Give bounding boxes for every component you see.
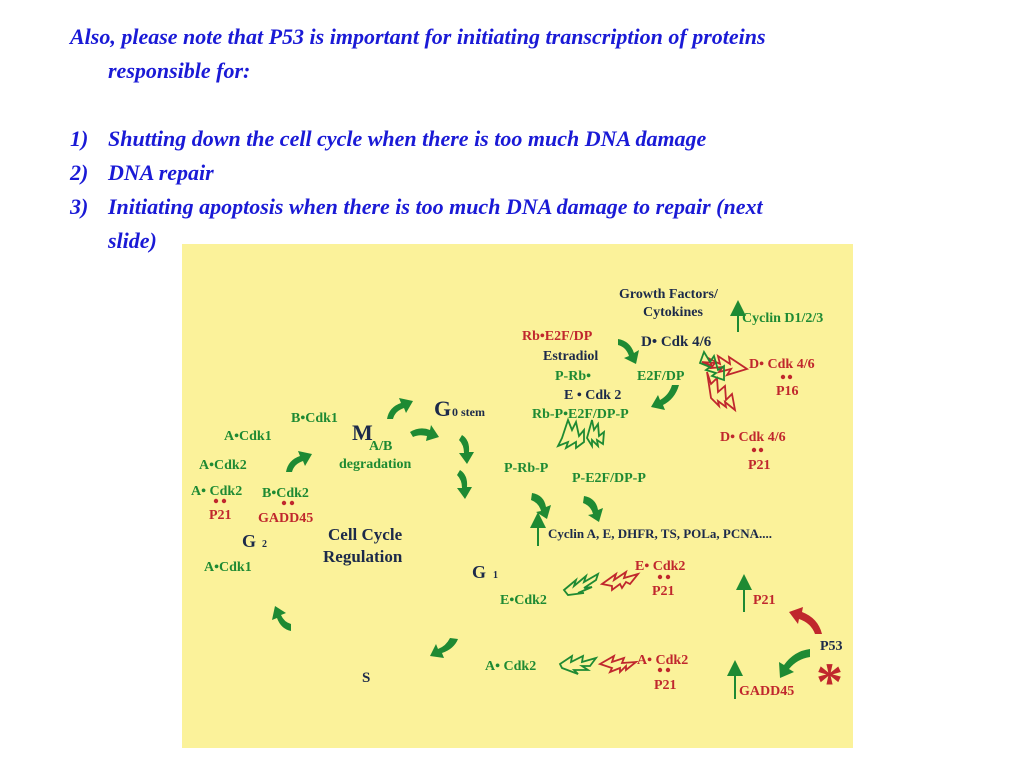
leaf-shape-green: [586, 419, 606, 450]
leaf-shapes: [556, 349, 750, 675]
label-b-cdk1: B•Cdk1: [291, 411, 338, 426]
label-p16: P16: [776, 384, 799, 399]
label-a-cdk2-red-left: A• Cdk2: [191, 484, 242, 499]
label-p21-b: P21: [652, 584, 675, 599]
label-a-cdk1-bottom: A•Cdk1: [204, 560, 252, 575]
arrow-green-curved: [459, 435, 474, 464]
arrow-green-curved: [779, 649, 810, 678]
dot: [665, 667, 671, 673]
phase-g2-sub: 2: [262, 539, 267, 550]
leaf-shape-green: [698, 349, 725, 382]
label-rbp-e2fdpp: Rb-P•E2F/DP-P: [532, 407, 629, 422]
label-d-cdk46-c: D• Cdk 4/6: [720, 430, 786, 445]
label-d-cdk46-b: D• Cdk 4/6: [749, 357, 815, 372]
label-a-cdk2-red: A• Cdk2: [637, 653, 688, 668]
leaf-shape-red: [599, 569, 641, 592]
list-text-2: DNA repair: [108, 160, 214, 185]
phase-g1-sub: 1: [493, 570, 498, 581]
label-p21-a: P21: [748, 458, 771, 473]
phase-g0-sub: 0 stem: [452, 405, 485, 419]
label-growth-factors: Growth Factors/: [619, 287, 719, 302]
label-a-cdk2-green: A• Cdk2: [485, 659, 536, 674]
intro-line-2: responsible for:: [108, 58, 251, 83]
arrow-green-curved: [618, 339, 639, 364]
label-b-cdk2: B•Cdk2: [262, 486, 309, 501]
title-line-2: Regulation: [323, 547, 403, 566]
dot: [213, 498, 219, 504]
phase-g2: G: [242, 531, 256, 551]
arrow-green-curved: [531, 493, 551, 519]
leaf-shape-green: [562, 572, 600, 596]
dot: [751, 447, 757, 453]
arrow-green-curved: [387, 398, 413, 419]
label-ab: A/B: [369, 439, 392, 454]
label-estradiol: Estradiol: [543, 349, 598, 364]
list-number-2: 2): [70, 160, 89, 185]
dot: [657, 667, 663, 673]
label-cyclin-d: Cyclin D1/2/3: [742, 311, 823, 326]
phase-g0: G: [434, 396, 451, 421]
list-number-1: 1): [70, 126, 89, 151]
dot: [758, 447, 764, 453]
label-p-e2f-dp-p: P-E2F/DP-P: [572, 471, 646, 486]
dot: [657, 574, 663, 580]
list-text-3-cont: slide): [108, 228, 157, 253]
intro-line-1: Also, please note that P53 is important …: [70, 24, 766, 49]
dot: [289, 500, 295, 506]
dot: [281, 500, 287, 506]
phase-s: S: [362, 670, 370, 686]
asterisk-mark: *: [816, 652, 843, 712]
leaf-shape-red: [706, 371, 737, 413]
label-rb-e2f-dp: Rb•E2F/DP: [522, 329, 593, 344]
leaf-shape-green: [558, 654, 599, 675]
arrow-green-curved: [410, 425, 439, 441]
arrow-green-curved: [651, 385, 679, 410]
red-arrows: [789, 607, 822, 634]
dot: [780, 374, 786, 380]
cell-cycle-diagram: Growth Factors/ Cytokines Cyclin D1/2/3 …: [182, 244, 853, 748]
arrow-green-curved: [430, 638, 458, 658]
title-line-1: Cell Cycle: [328, 525, 403, 544]
arrow-green-curved: [286, 451, 312, 472]
dot: [665, 574, 671, 580]
dot: [787, 374, 793, 380]
phase-g1: G: [472, 562, 486, 582]
list-number-3: 3): [70, 194, 89, 219]
label-p-rb-p: P-Rb-P: [504, 461, 549, 476]
label-e-cdk2-red: E• Cdk2: [635, 559, 685, 574]
arrow-red-curved: [789, 607, 822, 634]
label-degradation: degradation: [339, 457, 412, 472]
leaf-shape-red: [597, 654, 639, 675]
arrow-green-curved: [583, 496, 603, 522]
label-d-cdk46-a: D• Cdk 4/6: [641, 334, 712, 350]
label-gadd45-left: GADD45: [258, 511, 313, 526]
dot: [221, 498, 227, 504]
label-p21-e: P21: [209, 508, 232, 523]
label-a-cdk1-top: A•Cdk1: [224, 429, 272, 444]
green-arrows: [272, 339, 810, 678]
label-p53: P53: [820, 639, 843, 654]
phase-m: M: [352, 420, 373, 445]
label-cytokines: Cytokines: [643, 305, 703, 320]
label-gadd45-right: GADD45: [739, 684, 794, 699]
label-e2f-dp: E2F/DP: [637, 369, 685, 384]
list-text-1: Shutting down the cell cycle when there …: [108, 126, 707, 151]
leaf-shape-green: [556, 417, 585, 451]
arrow-green-curved: [457, 470, 472, 499]
cell-cycle-svg: Growth Factors/ Cytokines Cyclin D1/2/3 …: [191, 287, 843, 712]
label-p-rb: P-Rb•: [555, 369, 591, 384]
label-e-cdk2: E • Cdk 2: [564, 388, 621, 403]
label-p21-c: P21: [753, 593, 776, 608]
label-e-cdk2-green: E•Cdk2: [500, 593, 547, 608]
label-cyclins: Cyclin A, E, DHFR, TS, POLa, PCNA....: [548, 526, 772, 541]
list-text-3: Initiating apoptosis when there is too m…: [108, 194, 763, 219]
label-a-cdk2-left: A•Cdk2: [199, 458, 247, 473]
label-p21-d: P21: [654, 678, 677, 693]
arrow-green-curved: [272, 606, 291, 631]
